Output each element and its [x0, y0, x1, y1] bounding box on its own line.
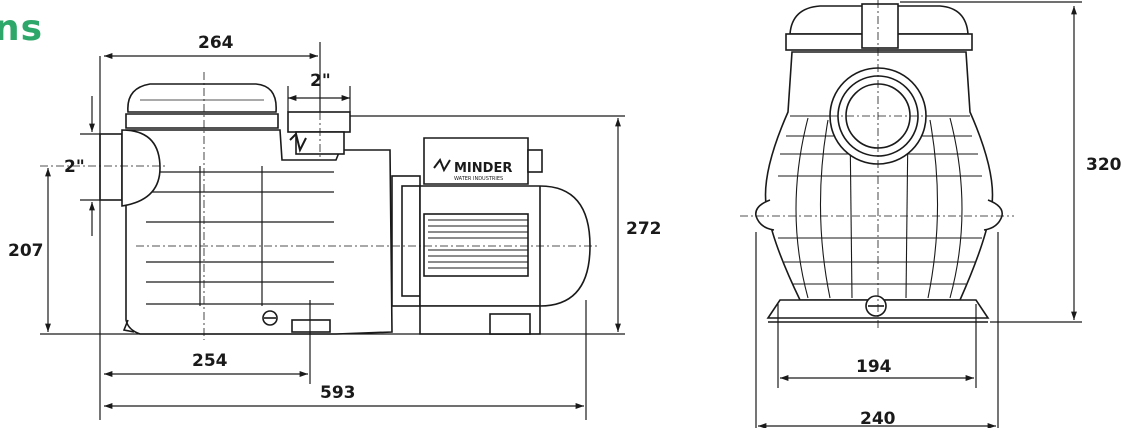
- dim-inlet: 2": [64, 157, 85, 177]
- brand-name: MINDER: [454, 161, 512, 176]
- front-center-lines: [740, 0, 1014, 330]
- terminal-box: [423, 137, 529, 185]
- dim-top-width: 264: [198, 33, 234, 53]
- dim-front-height: 320: [1086, 155, 1122, 175]
- front-dimensions: [755, 1, 1082, 428]
- dim-base-inner: 194: [856, 357, 892, 377]
- dim-base-width: 254: [192, 351, 228, 371]
- side-center-lines: [40, 72, 600, 340]
- front-view: [754, 3, 1004, 323]
- section-heading: ns: [0, 8, 44, 49]
- side-dimensions: [40, 42, 625, 420]
- dim-base-outer: 240: [860, 409, 896, 428]
- dim-total-length: 593: [320, 383, 356, 403]
- dim-inlet-height: 207: [8, 241, 44, 261]
- brand-subtitle: WATER INDUSTRIES: [454, 176, 503, 182]
- side-view: [99, 83, 591, 335]
- strainer-lid: [127, 83, 277, 113]
- dim-outlet: 2": [310, 71, 331, 91]
- dim-total-height: 272: [626, 219, 662, 239]
